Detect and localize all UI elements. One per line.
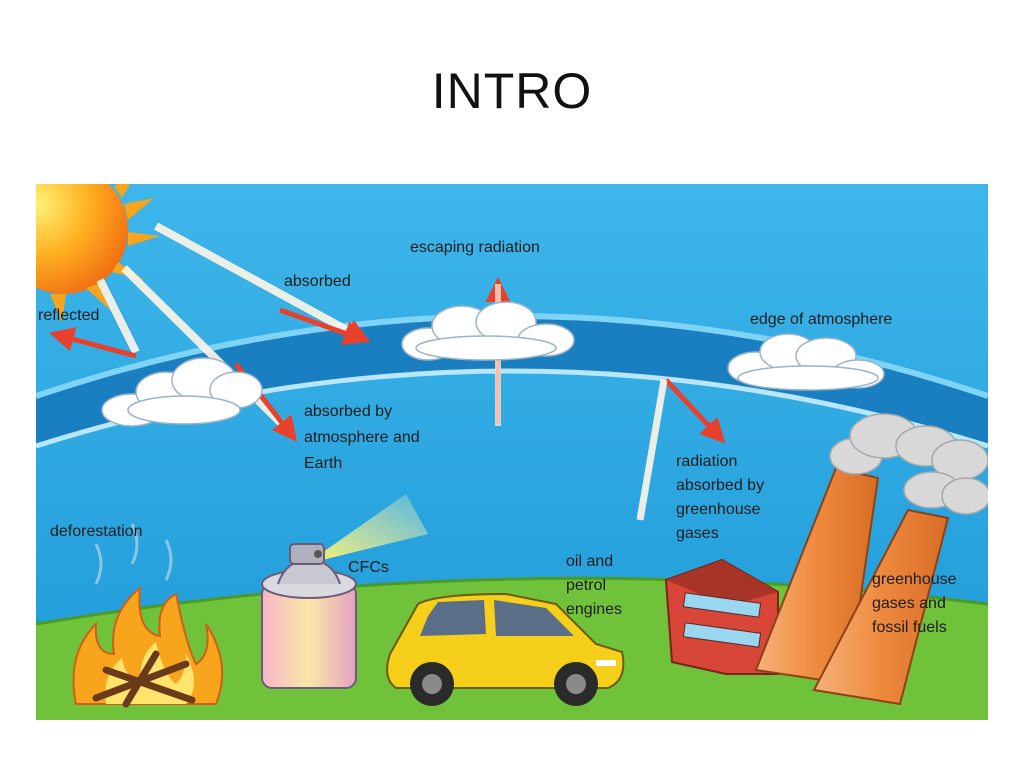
fire-icon: [72, 523, 224, 708]
factory-icon: [664, 558, 779, 675]
label-edge-of-atmosphere: edge of atmosphere: [750, 311, 892, 328]
label-escaping-radiation: escaping radiation: [410, 239, 540, 256]
label-oil-3: engines: [566, 601, 622, 618]
cloud-left-icon: [101, 357, 263, 427]
reflected-arrow: [49, 327, 137, 359]
label-absorbed-by-2: atmosphere and: [304, 429, 420, 446]
label-greenhouse-3: fossil fuels: [872, 619, 947, 636]
label-radiation-3: greenhouse: [676, 501, 761, 518]
label-greenhouse-2: gases and: [872, 595, 946, 612]
spray-can-icon: [261, 494, 428, 689]
label-greenhouse-1: greenhouse: [872, 571, 957, 588]
greenhouse-absorbed-arrow: [664, 378, 726, 444]
label-radiation-2: absorbed by: [676, 477, 764, 494]
label-absorbed-by-1: absorbed by: [304, 403, 392, 420]
cloud-center-icon: [401, 301, 575, 361]
label-oil-1: oil and: [566, 553, 613, 570]
reemitted-beam: [636, 379, 668, 521]
label-radiation-4: gases: [676, 525, 719, 542]
label-absorbed-by-3: Earth: [304, 455, 342, 472]
car-icon: [386, 592, 625, 706]
greenhouse-effect-diagram: escaping radiation absorbed reflected ed…: [36, 184, 988, 720]
chimneys-icon: [754, 466, 950, 706]
label-cfcs: CFCs: [348, 559, 389, 576]
label-deforestation: deforestation: [50, 523, 143, 540]
cloud-right-icon: [727, 333, 885, 391]
label-radiation-1: radiation: [676, 453, 737, 470]
atmosphere-band: [36, 316, 988, 446]
smoke-icon: [829, 413, 988, 515]
label-reflected: reflected: [38, 307, 99, 324]
label-absorbed: absorbed: [284, 273, 351, 290]
slide-title: INTRO: [431, 63, 593, 119]
label-oil-2: petrol: [566, 577, 606, 594]
absorbed-arrow: [279, 307, 369, 346]
